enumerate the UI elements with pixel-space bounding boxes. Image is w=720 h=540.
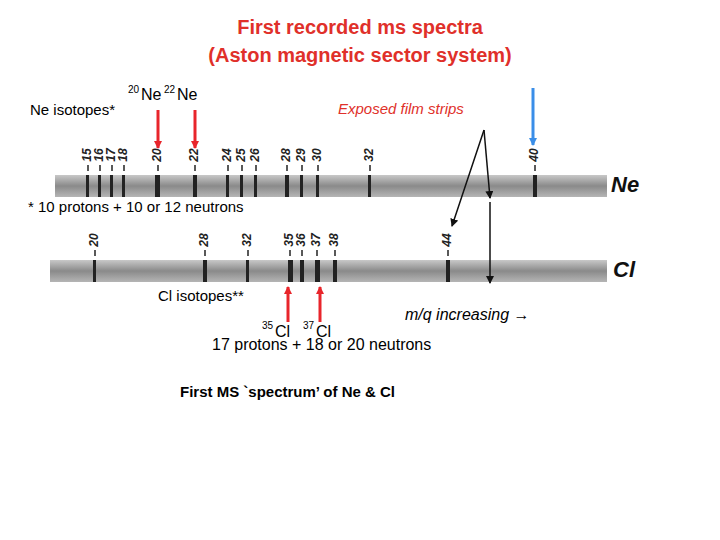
- caption-text: First MS `spectrum’ of Ne & Cl: [180, 384, 395, 401]
- element-symbol: Ne: [177, 86, 197, 104]
- spectral-lines: [93, 260, 450, 282]
- mass-tick-number: 44: [441, 233, 454, 246]
- mass-tick-number: 28: [198, 233, 211, 246]
- footnote: 17 protons + 18 or 20 neutrons: [212, 336, 431, 354]
- spectral-lines: [86, 175, 537, 197]
- strip-label: Cl: [613, 258, 635, 282]
- mass-number: 22: [164, 84, 175, 95]
- mass-number: 20: [128, 84, 139, 95]
- pointer-arrow: [157, 110, 160, 148]
- leader-line: [452, 130, 484, 226]
- mass-tick-number: 38: [328, 233, 341, 246]
- pointer-arrow: [287, 287, 290, 322]
- footnote: * 10 protons + 10 or 12 neutrons: [28, 199, 244, 216]
- mass-tick-number: 29: [295, 148, 308, 161]
- mass-tick-number: 37: [310, 233, 323, 246]
- title-line: First recorded ms spectra: [237, 16, 483, 38]
- axis-note: m/q increasing →: [405, 306, 530, 324]
- mass-tick-number: 18: [117, 148, 130, 161]
- film-strip: [50, 260, 607, 282]
- callout-label: Exposed film strips: [338, 101, 464, 118]
- leader-line: [489, 202, 491, 283]
- title-line: (Aston magnetic sector system): [208, 44, 511, 66]
- mass-tick-number: 28: [280, 148, 293, 161]
- mass-number: 37: [303, 320, 314, 331]
- mass-tick-number: 24: [221, 148, 234, 161]
- mass-tick-number: 20: [88, 233, 101, 246]
- pointer-arrow: [319, 287, 322, 322]
- mass-tick-number: 30: [311, 148, 324, 161]
- mass-tick-number: 20: [151, 148, 164, 161]
- strip-label: Ne: [611, 173, 639, 197]
- pointer-arrow: [532, 88, 535, 145]
- mass-tick-number: 40: [528, 148, 541, 161]
- mass-number: 35: [262, 320, 273, 331]
- mass-tick-number: 22: [188, 148, 201, 161]
- mass-tick-number: 36: [295, 233, 308, 246]
- mass-tick-number: 32: [363, 148, 376, 161]
- mass-tick-number: 26: [249, 148, 262, 161]
- pointer-arrow: [194, 110, 197, 148]
- mass-tick-number: 32: [241, 233, 254, 246]
- mass-tick-number: 25: [235, 148, 248, 161]
- leader-line: [484, 130, 490, 198]
- film-strip: [55, 175, 607, 197]
- isotope-note: Ne isotopes*: [30, 102, 115, 119]
- element-symbol: Ne: [141, 86, 161, 104]
- isotope-note: Cl isotopes**: [158, 288, 244, 305]
